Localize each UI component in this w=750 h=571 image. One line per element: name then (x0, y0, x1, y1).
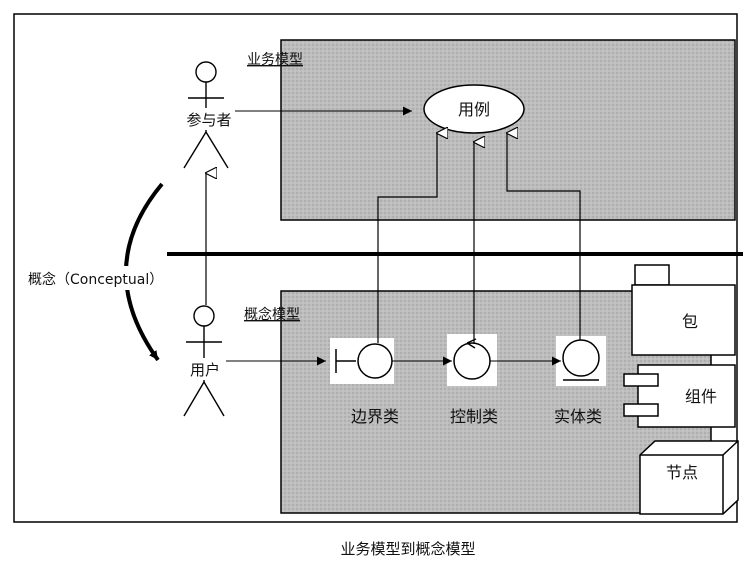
entity-usecase-realization (507, 133, 581, 340)
use-case-label: 用例 (458, 100, 490, 119)
concept-arrow-label: 概念（Conceptual） (28, 271, 163, 288)
concept-label-bg (24, 266, 184, 290)
control-class-icon[interactable] (447, 334, 497, 386)
control-class-label: 控制类 (450, 407, 498, 426)
user-actor-icon[interactable] (183, 305, 225, 417)
participant-label-bg (181, 108, 237, 130)
package-label: 包 (682, 312, 698, 331)
participant-label: 参与者 (186, 111, 231, 129)
component-icon[interactable] (623, 364, 736, 428)
figure-caption: 业务模型到概念模型 (340, 540, 475, 558)
concept-model-label: 概念模型 (244, 306, 300, 323)
node-icon[interactable] (639, 440, 739, 515)
user-label-bg (186, 358, 226, 380)
node-label: 节点 (666, 463, 698, 482)
boundary-usecase-realization (377, 133, 437, 343)
boundary-class-label: 边界类 (351, 407, 399, 426)
business-model-label: 业务模型 (247, 52, 303, 68)
business-model-box (280, 39, 736, 221)
entity-class-icon[interactable] (556, 336, 606, 386)
package-icon[interactable] (631, 264, 736, 356)
component-label: 组件 (685, 387, 717, 406)
user-label: 用户 (190, 361, 220, 379)
use-case-ellipse[interactable] (423, 84, 525, 134)
outer-frame (13, 13, 738, 523)
boundary-class-icon[interactable] (330, 338, 394, 384)
entity-class-label: 实体类 (554, 407, 602, 426)
